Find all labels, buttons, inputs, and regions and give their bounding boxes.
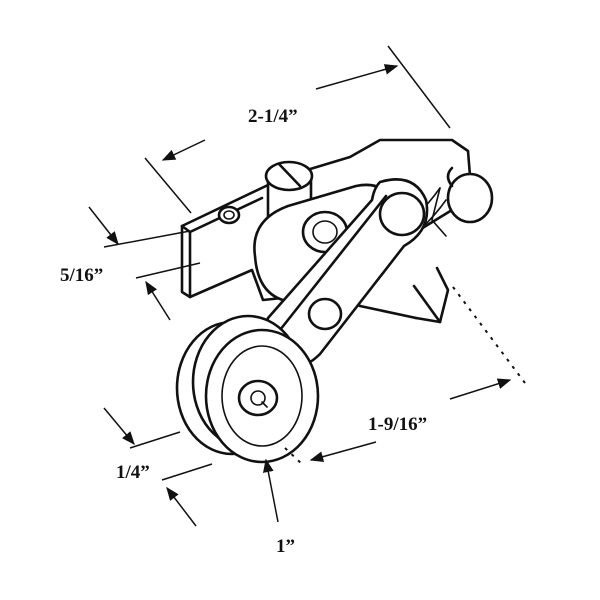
dim-wheel-width: 1/4”	[103, 407, 213, 527]
dim-bracket-height: 5/16”	[60, 206, 201, 321]
roller-part	[175, 138, 494, 464]
label-wheel-width: 1/4”	[116, 462, 150, 483]
label-wheel-diameter: 1”	[276, 536, 295, 557]
dim-wheel-to-pivot: 1-9/16”	[284, 286, 526, 467]
mounting-hole	[217, 205, 241, 225]
roller-wheel	[175, 314, 320, 464]
dim-overall-length: 2-1/4”	[144, 45, 451, 214]
label-wheel-to-pivot: 1-9/16”	[368, 414, 427, 435]
pivot-knob	[446, 166, 494, 224]
label-overall-length: 2-1/4”	[248, 106, 298, 127]
label-bracket-height: 5/16”	[60, 265, 103, 286]
dim-wheel-diameter: 1”	[263, 458, 295, 557]
